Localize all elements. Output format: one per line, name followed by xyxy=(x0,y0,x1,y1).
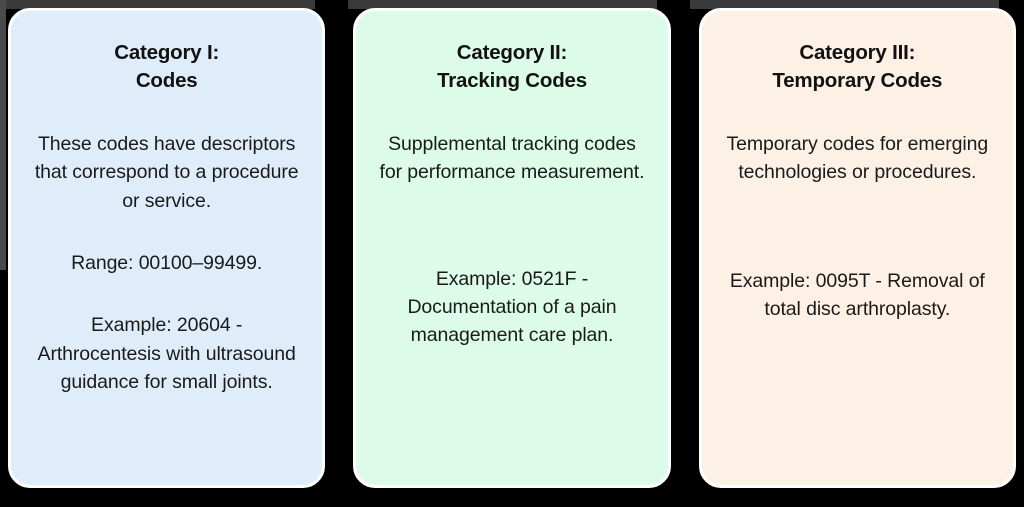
card-category-2[interactable]: Category II: Tracking Codes Supplemental… xyxy=(353,8,671,488)
card-title: Category I: Codes xyxy=(114,41,220,93)
card-description: Temporary codes for emerging technologie… xyxy=(726,132,989,184)
top-edge-strip-1 xyxy=(6,0,315,9)
left-edge-strip xyxy=(0,0,6,270)
card-description: These codes have descriptors that corres… xyxy=(34,132,299,212)
card-title: Category II: Tracking Codes xyxy=(437,41,587,93)
card-title: Category III: Temporary Codes xyxy=(772,41,943,93)
card-example: Example: 0521F - Documentation of a pain… xyxy=(407,267,617,347)
card-example: Example: 20604 - Arthrocentesis with ult… xyxy=(37,314,296,394)
card-description: Supplemental tracking codes for performa… xyxy=(379,132,645,184)
card-category-3[interactable]: Category III: Temporary Codes Temporary … xyxy=(698,8,1016,488)
card-example: Example: 0095T - Removal of total disc a… xyxy=(729,269,985,320)
card-category-1[interactable]: Category I: Codes These codes have descr… xyxy=(8,8,326,488)
card-range: Range: 00100–99499. xyxy=(71,251,263,274)
card-row: Category I: Codes These codes have descr… xyxy=(8,8,1016,488)
top-edge-strip-2 xyxy=(348,0,657,9)
top-edge-strip-3 xyxy=(690,0,999,9)
